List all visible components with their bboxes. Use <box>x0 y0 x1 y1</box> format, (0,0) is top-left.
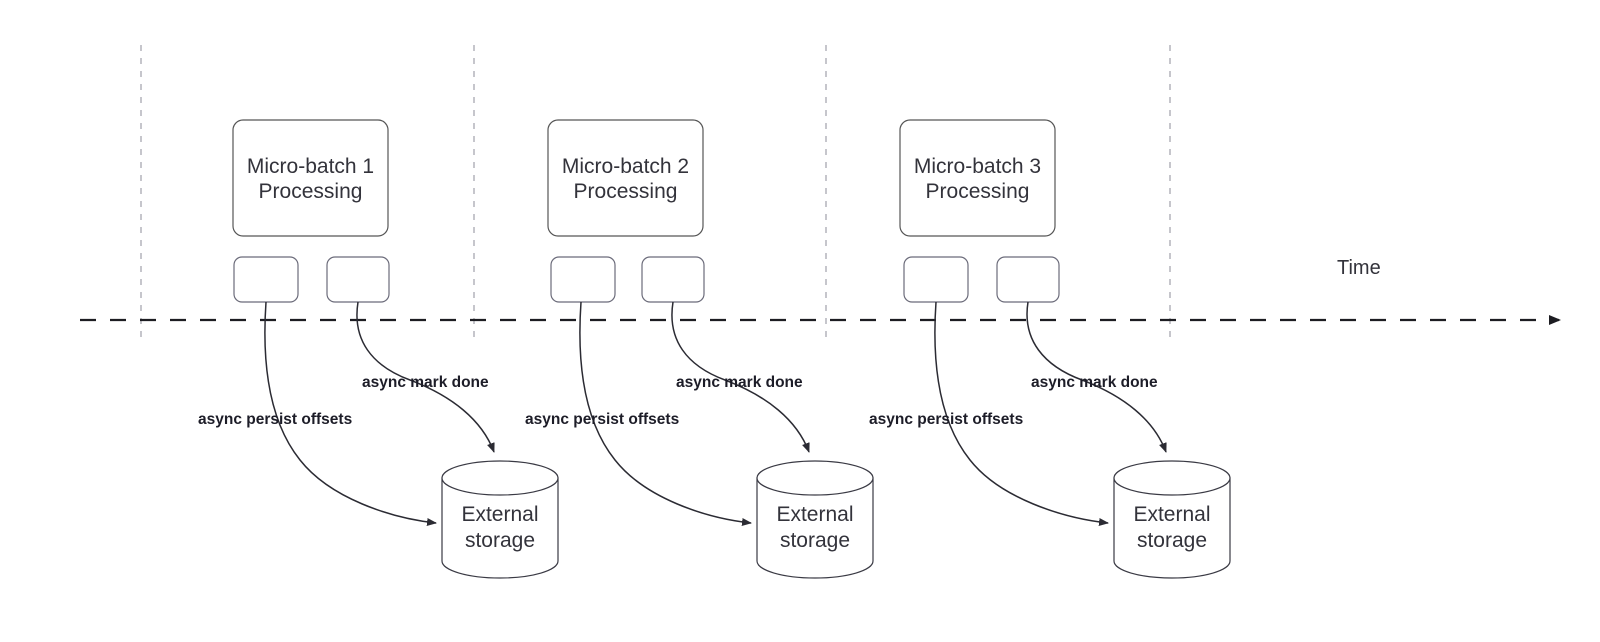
persist-offsets-task-box[interactable] <box>233 256 299 303</box>
async-mark-done-label: async mark done <box>1031 374 1158 391</box>
persist-offsets-task-box[interactable] <box>550 256 616 303</box>
external-storage-cylinder[interactable] <box>756 477 874 579</box>
async-persist-offsets-label: async persist offsets <box>869 411 1023 428</box>
process-box-label-line2: Processing <box>926 180 1030 203</box>
process-box[interactable] <box>232 119 389 237</box>
process-box[interactable] <box>547 119 704 237</box>
process-box-label-line1: Micro-batch 1 <box>247 155 374 178</box>
external-storage-label-line2: storage <box>780 529 850 552</box>
external-storage-label-line1: External <box>461 503 538 526</box>
timeline-ticks <box>140 45 1171 340</box>
process-box-label-line2: Processing <box>259 180 363 203</box>
external-storage-cylinder-top <box>1113 460 1231 496</box>
external-storage-cylinder[interactable] <box>441 477 559 579</box>
micro-batch-groups: Micro-batch 1ProcessingExternalstorageas… <box>198 119 1231 579</box>
process-box-label-line1: Micro-batch 2 <box>562 155 689 178</box>
async-mark-done-arrow <box>671 301 810 453</box>
time-axis-label: Time <box>1337 257 1381 279</box>
mark-done-task-box[interactable] <box>996 256 1060 303</box>
async-persist-offsets-arrow <box>264 301 437 527</box>
external-storage-label-line1: External <box>776 503 853 526</box>
external-storage-cylinder[interactable] <box>1113 477 1231 579</box>
async-persist-offsets-label: async persist offsets <box>198 411 352 428</box>
process-box-label-line2: Processing <box>574 180 678 203</box>
async-mark-done-arrow <box>356 301 495 453</box>
external-storage-label-line2: storage <box>465 529 535 552</box>
external-storage-label-line1: External <box>1133 503 1210 526</box>
async-persist-offsets-arrow <box>934 301 1109 527</box>
mark-done-task-box[interactable] <box>641 256 705 303</box>
persist-offsets-task-box[interactable] <box>903 256 969 303</box>
async-mark-done-label: async mark done <box>362 374 489 391</box>
mark-done-task-box[interactable] <box>326 256 390 303</box>
external-storage-cylinder-top <box>441 460 559 496</box>
async-persist-offsets-arrow <box>579 301 752 527</box>
async-mark-done-label: async mark done <box>676 374 803 391</box>
async-mark-done-arrow <box>1026 301 1167 453</box>
async-persist-offsets-label: async persist offsets <box>525 411 679 428</box>
process-box-label-line1: Micro-batch 3 <box>914 155 1041 178</box>
external-storage-label-line2: storage <box>1137 529 1207 552</box>
external-storage-cylinder-top <box>756 460 874 496</box>
process-box[interactable] <box>899 119 1056 237</box>
